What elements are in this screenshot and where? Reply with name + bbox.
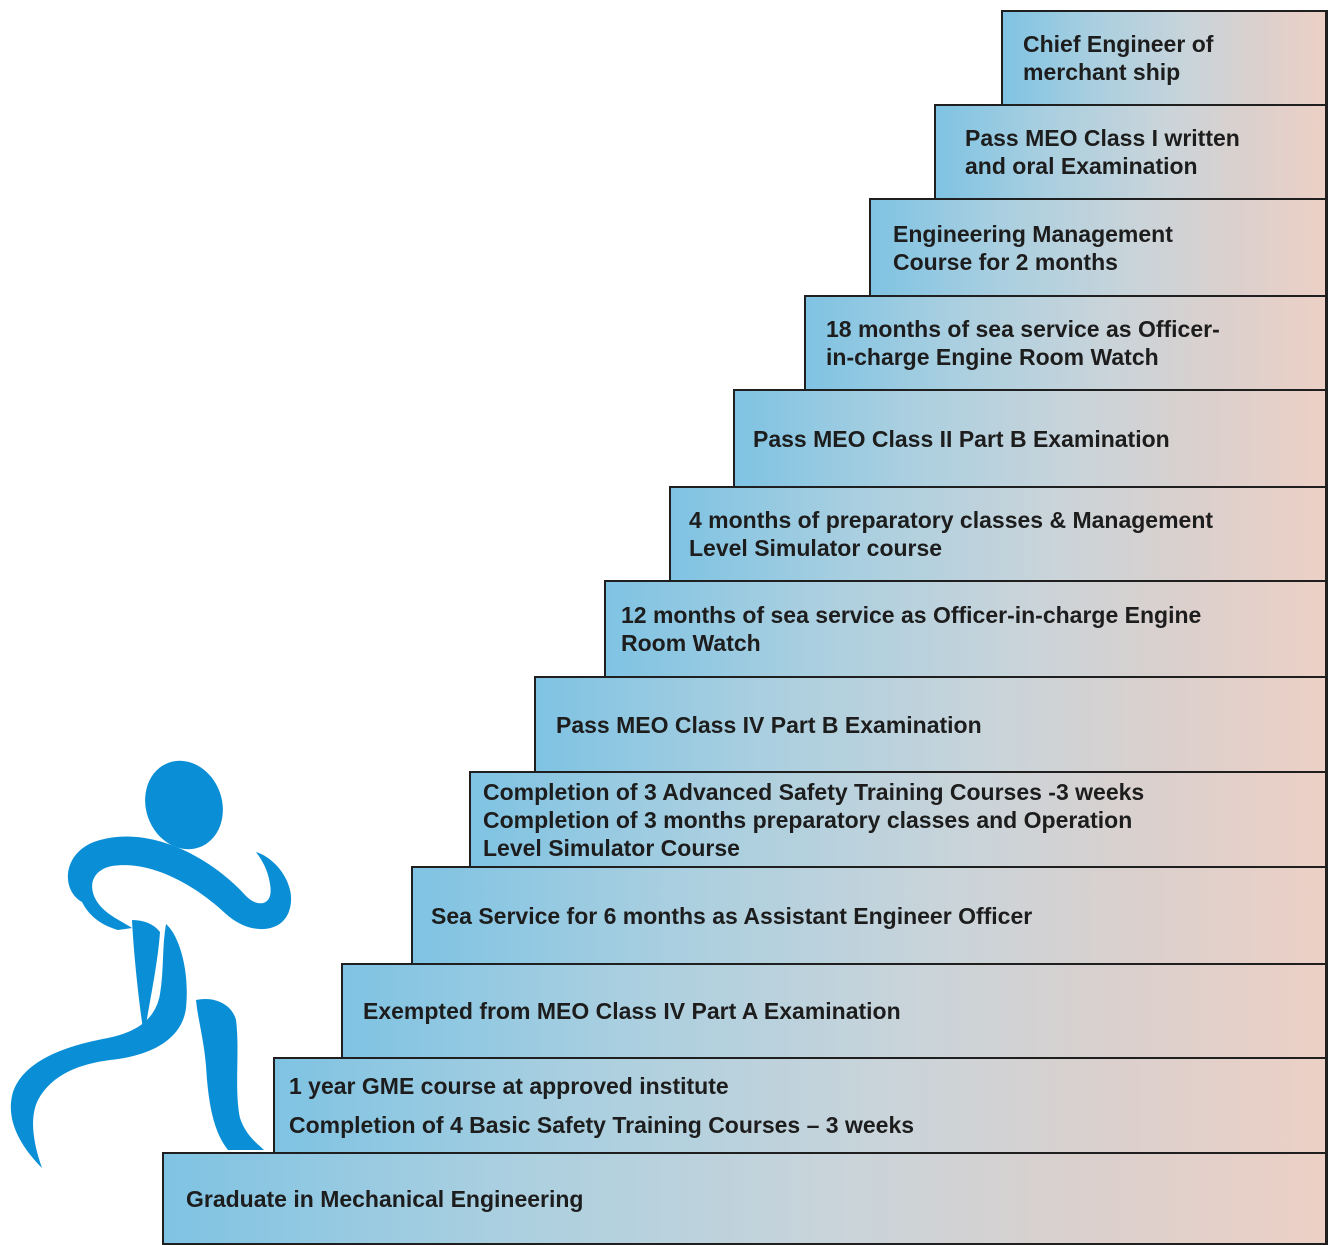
step-text: 12 months of sea service as Officer-in-c… xyxy=(621,602,1202,628)
step-12-months-sea-service: 12 months of sea service as Officer-in-c… xyxy=(604,580,1328,678)
step-meo-class-2-part-b: Pass MEO Class II Part B Examination xyxy=(733,389,1328,488)
step-text: Pass MEO Class II Part B Examination xyxy=(753,425,1170,452)
figure-back-leg xyxy=(10,924,187,1168)
step-exempted-meo-class-4-part-a: Exempted from MEO Class IV Part A Examin… xyxy=(341,963,1328,1059)
figure-torso xyxy=(132,920,160,1036)
figure-front-leg xyxy=(196,998,264,1150)
step-text: Completion of 3 months preparatory class… xyxy=(483,806,1133,833)
step-text: Exempted from MEO Class IV Part A Examin… xyxy=(363,998,901,1024)
step-text: and oral Examination xyxy=(965,153,1198,179)
step-18-months-sea-service: 18 months of sea service as Officer- in-… xyxy=(804,295,1328,391)
step-text: Sea Service for 6 months as Assistant En… xyxy=(431,902,1033,929)
step-text: 1 year GME course at approved institute xyxy=(289,1073,729,1099)
figure-arms xyxy=(67,836,292,930)
step-text: Chief Engineer of xyxy=(1023,31,1214,57)
step-meo-class-4-part-b: Pass MEO Class IV Part B Examination xyxy=(534,676,1328,773)
step-text: Pass MEO Class I written xyxy=(965,125,1240,151)
step-text: Course for 2 months xyxy=(893,248,1118,275)
step-text: Level Simulator Course xyxy=(483,834,740,861)
step-meo-class-1: Pass MEO Class I written and oral Examin… xyxy=(934,104,1328,200)
climbing-person-icon xyxy=(10,760,292,1168)
step-text: Completion of 3 Advanced Safety Training… xyxy=(483,778,1145,805)
step-text: Pass MEO Class IV Part B Examination xyxy=(556,711,982,738)
step-text: merchant ship xyxy=(1023,59,1181,85)
step-engineering-management-course: Engineering Management Course for 2 mont… xyxy=(869,198,1328,297)
step-text: Level Simulator course xyxy=(689,535,943,561)
step-text: in-charge Engine Room Watch xyxy=(826,344,1159,370)
step-text: 4 months of preparatory classes & Manage… xyxy=(689,507,1214,533)
step-text: Completion of 4 Basic Safety Training Co… xyxy=(289,1112,915,1138)
step-text: Engineering Management xyxy=(893,220,1173,247)
step-preparatory-classes-management: 4 months of preparatory classes & Manage… xyxy=(669,486,1328,582)
step-graduate-mechanical-engineering: Graduate in Mechanical Engineering xyxy=(162,1152,1328,1245)
figure-head xyxy=(145,760,223,850)
step-text: 18 months of sea service as Officer- xyxy=(826,316,1220,342)
step-text: Room Watch xyxy=(621,630,761,656)
step-sea-service-6-months: Sea Service for 6 months as Assistant En… xyxy=(411,866,1328,965)
step-text: Graduate in Mechanical Engineering xyxy=(186,1185,584,1212)
step-gme-course: 1 year GME course at approved institute … xyxy=(273,1057,1328,1154)
step-chief-engineer: Chief Engineer of merchant ship xyxy=(1001,10,1328,106)
step-advanced-safety-training: Completion of 3 Advanced Safety Training… xyxy=(469,771,1328,868)
